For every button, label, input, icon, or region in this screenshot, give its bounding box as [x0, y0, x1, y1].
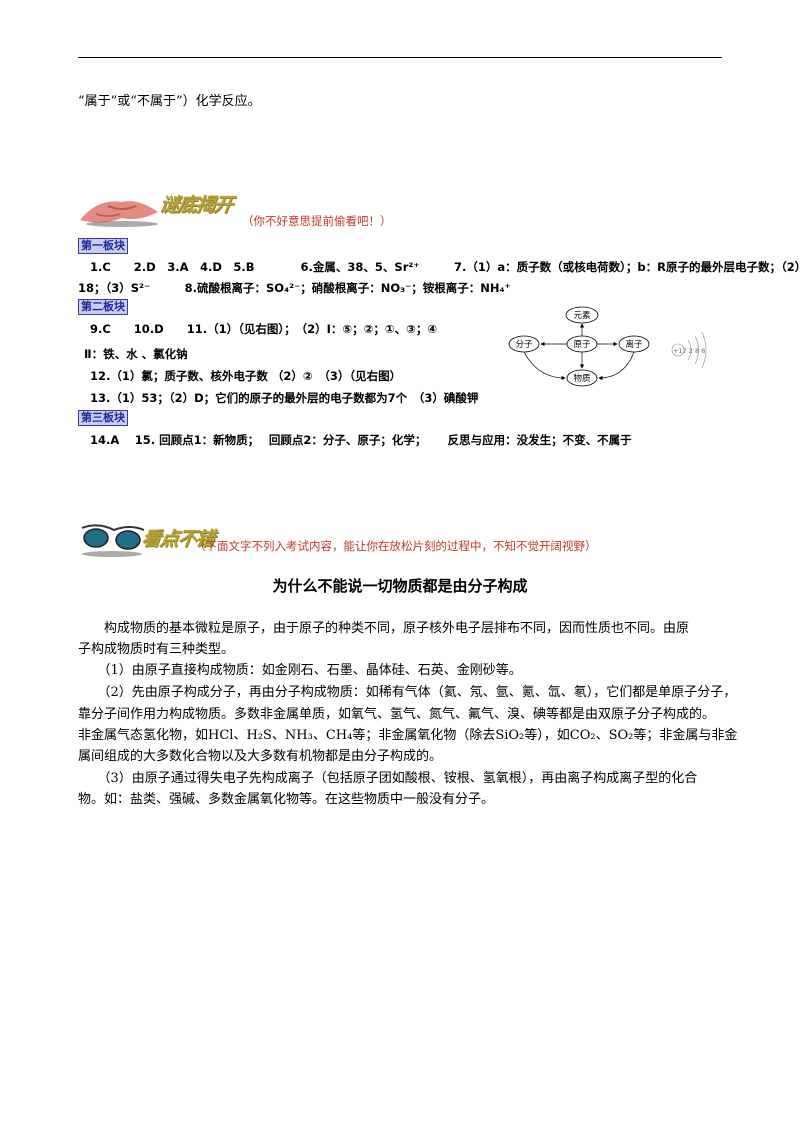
article-paragraph-2: （1）由原子直接构成物质：如金刚石、石墨、晶体硅、石英、金刚砂等。 [78, 663, 522, 678]
block-label-3: 第三板块 [78, 410, 128, 426]
node-element-label: 元素 [573, 310, 591, 321]
article-paragraph-1b: 子构成物质时有三种类型。 [78, 642, 235, 657]
article-paragraph-4b: 物。如：盐类、强碱、多数金属氧化物等。在这些物质中一般没有分子。 [78, 792, 495, 807]
banner2-subtitle: （下面文字不列入考试内容，能让你在放松片刻的过程中，不知不觉开阔视野） [194, 539, 597, 553]
sunglasses-icon [81, 524, 145, 557]
handshake-icon [80, 201, 158, 227]
node-ion-label: 离子 [625, 339, 643, 350]
article-paragraph-3a: （2）先由原子构成分子，再由分子构成物质：如稀有气体（氦、氖、氩、氪、氙、氡），… [78, 685, 737, 700]
article-paragraph-3c: 非金属气态氢化物，如HCl、H₂S、NH₃、CH₄等；非金属氧化物（除去SiO₂… [78, 728, 738, 743]
answer-row-5: 12.（1）氯；质子数、核外电子数 （2）② （3）（见右图） [90, 369, 402, 383]
header-rule [78, 57, 722, 58]
node-element [565, 306, 599, 324]
answer-row-7: 14.A 15. 回顾点1：新物质； 回顾点2：分子、原子；化学； 反思与应用：… [90, 433, 632, 447]
atom-structure-label: +17 2 8 8 [673, 347, 705, 355]
node-substance [566, 369, 598, 387]
answer-row-2: 18；（3）S²⁻ 8.硫酸根离子：SO₄²⁻；硝酸根离子：NO₃⁻；铵根离子：… [78, 281, 511, 295]
banner-title: 谜底揭开 [158, 194, 234, 216]
node-atom-label: 原子 [573, 340, 591, 350]
article-paragraph-3d: 属间组成的大多数化合物以及大多数有机物都是由分子构成的。 [78, 749, 443, 764]
atom-structure-icon: +17 2 8 8 [671, 331, 707, 369]
answer-row-4: Ⅱ：铁、水 、氯化钠 [84, 347, 188, 361]
node-substance-label: 物质 [573, 373, 591, 384]
article-paragraph-1a: 构成物质的基本微粒是原子，由于原子的种类不同，原子核外电子层排布不同，因而性质也… [78, 621, 690, 636]
top-text-line: “属于”或“不属于”）化学反应。 [78, 94, 261, 109]
answer-row-6: 13.（1）53；（2）D；它们的原子的最外层的电子数都为7个 （3）碘酸钾 [90, 391, 479, 405]
article-paragraph-4a: （3）由原子通过得失电子先构成离子（包括原子团如酸根、铵根、氢氧根），再由离子构… [78, 771, 698, 786]
answer-row-1: 1.C 2.D 3.A 4.D 5.B 6.金属、38、5、Sr²⁺ 7.（1）… [90, 260, 800, 274]
concept-diagram: 元素 分子 原子 离子 物质 +17 2 8 8 [508, 306, 707, 387]
article-paragraph-3b: 靠分子间作用力构成物质。多数非金属单质，如氧气、氢气、氮气、氟气、溴、碘等都是由… [78, 707, 716, 722]
article-title: 为什么不能说一切物质都是由分子构成 [272, 577, 528, 595]
node-molecule-label: 分子 [515, 340, 533, 350]
block-label-1: 第一板块 [78, 238, 128, 254]
answer-row-3: 9.C 10.D 11.（1）（见右图）； （2）Ⅰ：⑤；②；①、③；④ [90, 322, 438, 336]
block-label-2: 第二板块 [78, 299, 128, 315]
banner-subtitle: （你不好意思提前偷看吧！） [242, 214, 392, 228]
